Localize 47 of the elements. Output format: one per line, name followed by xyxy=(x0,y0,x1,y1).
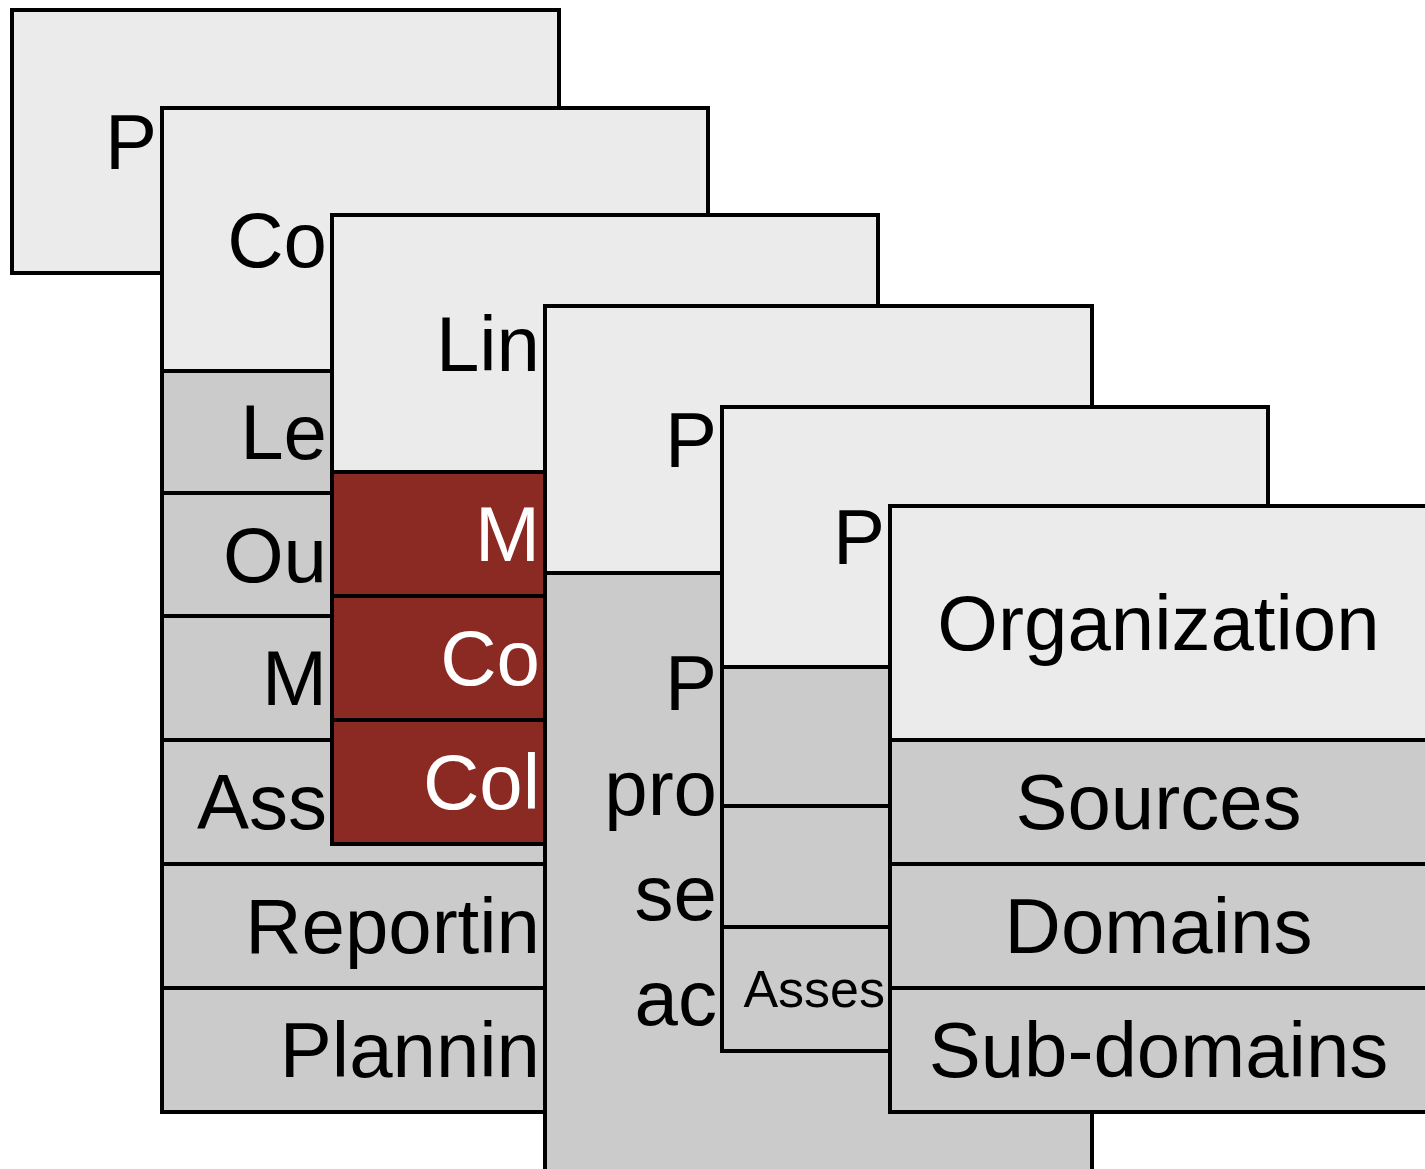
card-edge xyxy=(888,1114,1094,1169)
row-label: Sub-domains xyxy=(928,1011,1389,1089)
row-label: Sources xyxy=(1015,763,1302,841)
card-edge xyxy=(888,405,1270,504)
card-edge xyxy=(543,213,880,304)
card-row xyxy=(330,598,543,722)
card-edge xyxy=(330,846,543,866)
row-label: M xyxy=(475,495,540,573)
row-label: Asses xyxy=(743,963,885,1015)
card-edge xyxy=(160,8,561,106)
card-title: Lin xyxy=(435,304,540,383)
card-row xyxy=(160,866,543,990)
card-header xyxy=(888,504,1425,742)
card-edge xyxy=(720,1053,888,1169)
row-label: Co xyxy=(440,619,540,697)
row-label: Ou xyxy=(222,515,327,594)
card-header xyxy=(160,106,330,373)
card-row xyxy=(888,742,1425,866)
card-row xyxy=(888,990,1425,1114)
card-row xyxy=(160,495,330,618)
card-header xyxy=(330,213,543,474)
row-label: Col xyxy=(422,743,540,821)
card-row xyxy=(160,373,330,495)
card-row xyxy=(330,474,543,598)
empty-row xyxy=(720,669,888,808)
row-label: Plannin xyxy=(279,1011,540,1089)
card-title: P xyxy=(664,400,717,479)
card-header xyxy=(543,304,720,1169)
row-label: Ass xyxy=(196,763,327,841)
card-header xyxy=(10,8,160,275)
card-row xyxy=(160,618,330,742)
row-label: M xyxy=(262,639,327,717)
card-row xyxy=(330,722,543,846)
card-row xyxy=(160,990,543,1114)
empty-row xyxy=(720,808,888,929)
body-text: P pro se ac xyxy=(603,638,717,1044)
card-header xyxy=(720,405,888,669)
card-title: P xyxy=(104,102,157,181)
card-row xyxy=(720,929,888,1053)
card-edge xyxy=(330,106,710,213)
card-title: Co xyxy=(227,200,327,279)
card-title: P xyxy=(832,498,885,576)
card-row xyxy=(160,742,330,866)
row-label: Le xyxy=(240,393,327,471)
row-label: Domains xyxy=(1004,887,1313,965)
card-edge xyxy=(720,304,1094,405)
card-row xyxy=(888,866,1425,990)
